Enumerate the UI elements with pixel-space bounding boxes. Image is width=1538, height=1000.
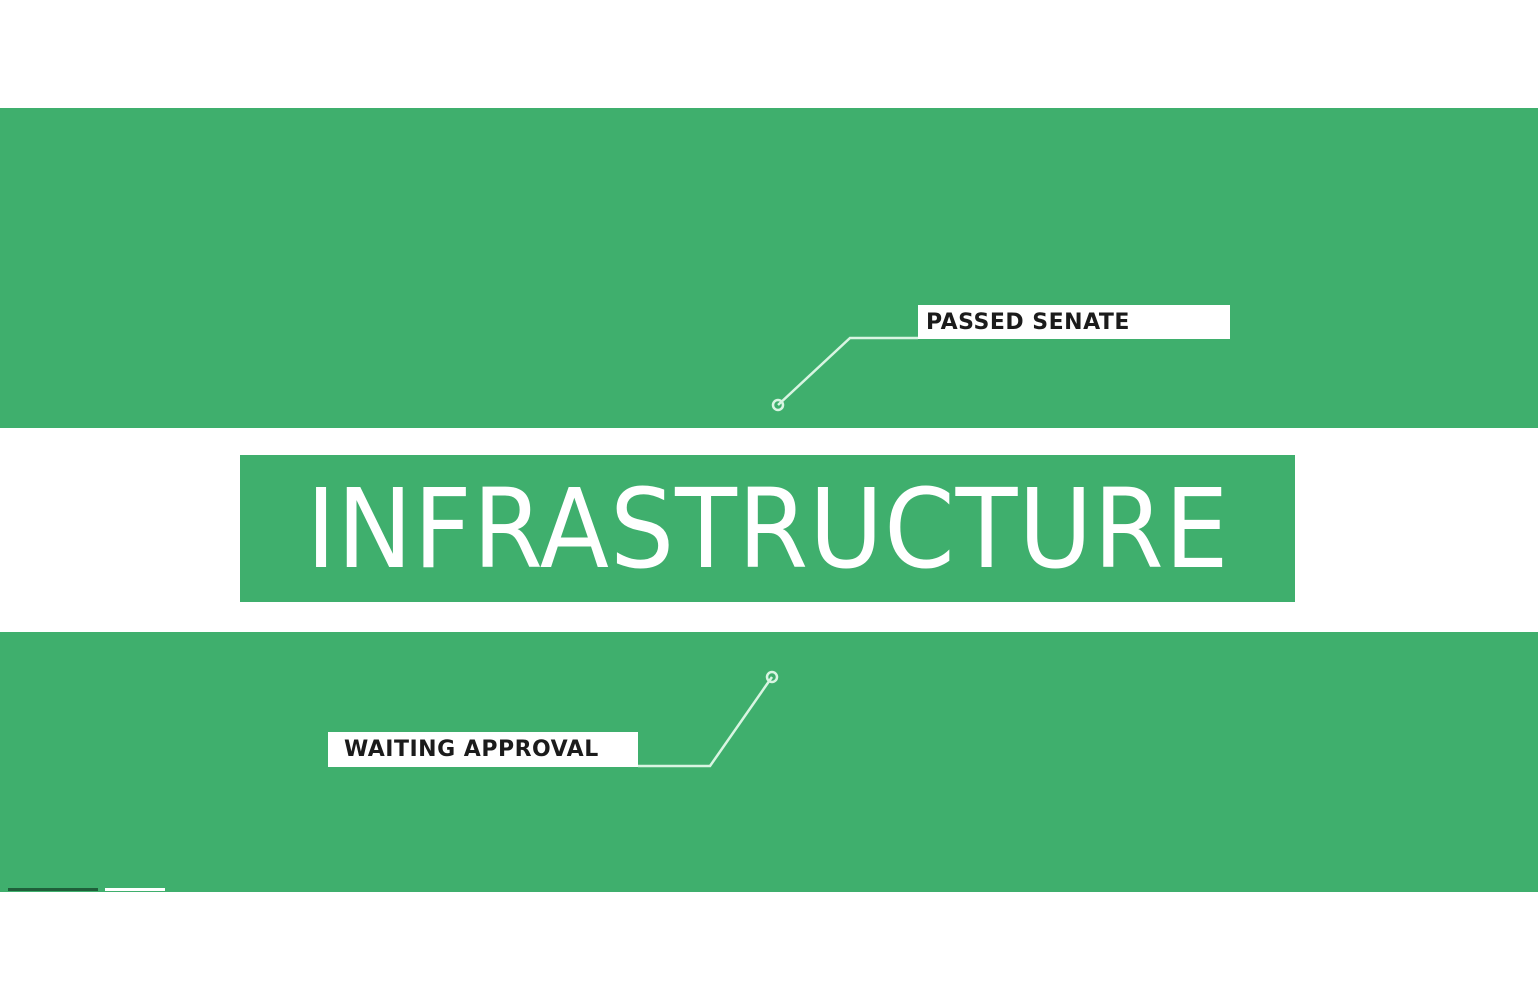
bottom-green-band	[0, 632, 1538, 892]
callout-passed-senate: PASSED SENATE	[918, 305, 1230, 339]
callout-waiting-approval: WAITING APPROVAL	[328, 732, 638, 767]
top-green-band	[0, 108, 1538, 428]
callout-label: PASSED SENATE	[926, 309, 1130, 335]
video-progress-played[interactable]	[8, 888, 98, 891]
slide-title: INFRASTRUCTURE	[305, 464, 1230, 593]
callout-label: WAITING APPROVAL	[344, 737, 599, 762]
title-box: INFRASTRUCTURE	[240, 455, 1295, 602]
video-progress-buffer	[105, 888, 165, 891]
